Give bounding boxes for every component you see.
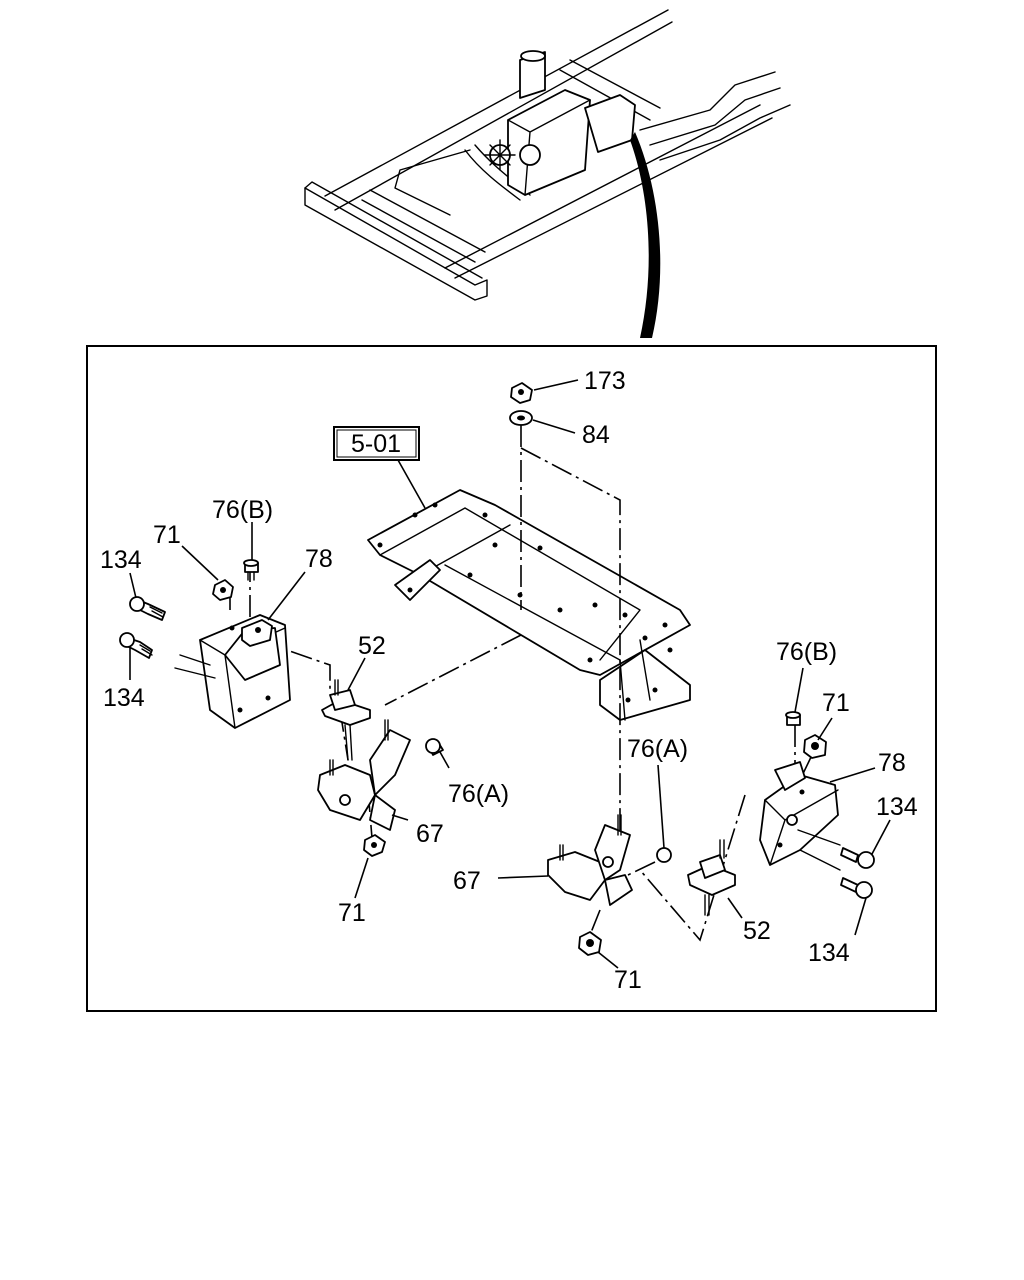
callout-76a-left: 76(A) <box>448 780 509 808</box>
callout-71-right-top: 71 <box>822 689 850 717</box>
right-mount-bracket-67 <box>547 814 633 906</box>
right-nut-71-bottom <box>578 931 602 956</box>
callout-76b-right: 76(B) <box>776 638 837 666</box>
callout-71-left-bottom: 71 <box>338 899 366 927</box>
crossmember <box>367 489 691 721</box>
callout-134-right-bottom: 134 <box>808 939 850 967</box>
callout-78-left: 78 <box>305 545 333 573</box>
callout-71-right-bottom: 71 <box>614 966 642 994</box>
callout-67-left: 67 <box>416 820 444 848</box>
right-frame-bracket-78 <box>759 761 841 871</box>
detail-pointer <box>630 132 661 338</box>
callout-173: 173 <box>584 367 626 395</box>
callout-134-left-bottom: 134 <box>103 684 145 712</box>
left-bolt-76b <box>243 559 259 581</box>
callout-labels: 173 84 76(B) 71 134 78 52 134 76(A) 67 7… <box>100 367 918 994</box>
detail-frame <box>86 345 937 1012</box>
fan-icon <box>484 139 541 171</box>
callout-67-right: 67 <box>453 867 481 895</box>
left-nut-71-top <box>212 579 234 601</box>
right-bolts-134 <box>840 847 875 899</box>
washer-84 <box>509 410 533 426</box>
reference-box: 5-01 <box>333 426 426 509</box>
callout-134-left-top: 134 <box>100 546 142 574</box>
right-bolt-76a <box>656 847 672 863</box>
callout-71-left-top: 71 <box>153 521 181 549</box>
left-frame-bracket-78 <box>174 614 291 729</box>
callout-134-right-top: 134 <box>876 793 918 821</box>
left-bolts-134 <box>119 596 166 659</box>
nut-173 <box>510 382 533 404</box>
assembly-lines <box>229 425 813 942</box>
left-nut-71-bottom <box>363 834 386 857</box>
leader-lines <box>129 379 891 969</box>
callout-78-right: 78 <box>878 749 906 777</box>
right-nut-71-top <box>803 734 827 759</box>
svg-text:5-01: 5-01 <box>351 430 401 458</box>
right-bolt-76b <box>785 711 801 726</box>
left-insulator-52 <box>321 679 371 761</box>
callout-84: 84 <box>582 421 610 449</box>
callout-76b-left: 76(B) <box>212 496 273 524</box>
callout-52-right: 52 <box>743 917 771 945</box>
callout-52-left: 52 <box>358 632 386 660</box>
left-bolt-76a <box>425 738 444 756</box>
vehicle-frame-overview <box>304 9 791 338</box>
callout-76a-right: 76(A) <box>627 735 688 763</box>
left-mount-bracket-67 <box>317 719 411 831</box>
right-insulator-52 <box>687 839 736 916</box>
